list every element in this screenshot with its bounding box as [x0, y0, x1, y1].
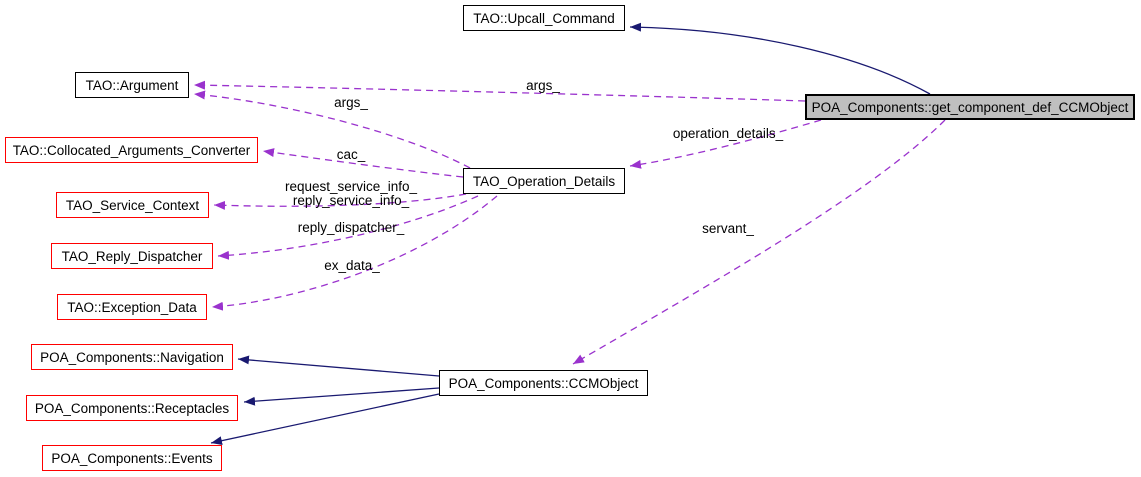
edge-get-component-def-to-operation-details	[629, 119, 822, 169]
node-poa-components-ccmobject[interactable]: POA_Components::CCMObject	[439, 370, 648, 396]
edge-ccmobject-to-events	[210, 393, 440, 446]
edge-label-request-service-info: request_service_info_	[284, 179, 418, 194]
edge-get-component-def-to-upcall-command	[629, 22, 931, 95]
node-tao-exception-data[interactable]: TAO::Exception_Data	[57, 294, 207, 320]
edge-label-operation-details: operation_details_	[672, 126, 784, 141]
edge-operation-details-to-exception-data	[211, 195, 498, 311]
edge-get-component-def-servant-to-ccmobject	[572, 119, 946, 365]
node-tao-operation-details[interactable]: TAO_Operation_Details	[463, 168, 625, 194]
edge-ccmobject-to-receptacles	[243, 387, 440, 406]
node-tao-upcall-command[interactable]: TAO::Upcall_Command	[463, 5, 625, 31]
edge-label-cac: cac_	[336, 147, 366, 162]
node-poa-components-events[interactable]: POA_Components::Events	[42, 445, 222, 471]
edge-label-servant: servant_	[702, 221, 754, 236]
edge-operation-details-to-service-context	[213, 193, 467, 210]
edge-label-args-lower: args_	[334, 95, 368, 110]
node-tao-reply-dispatcher[interactable]: TAO_Reply_Dispatcher	[51, 243, 213, 269]
edge-ccmobject-to-navigation	[237, 355, 440, 377]
edge-label-ex-data: ex_data_	[324, 258, 380, 273]
edge-label-reply-dispatcher: reply_dispatcher_	[297, 220, 405, 235]
edge-label-reply-service-info: reply_service_info_	[292, 193, 410, 209]
node-poa-components-navigation[interactable]: POA_Components::Navigation	[31, 344, 233, 370]
node-poa-components-get-component-def-ccmobject: POA_Components::get_component_def_CCMObj…	[805, 94, 1135, 120]
node-tao-collocated-arguments-converter[interactable]: TAO::Collocated_Arguments_Converter	[5, 137, 258, 163]
node-tao-argument[interactable]: TAO::Argument	[75, 72, 189, 98]
edge-operation-details-to-reply-dispatcher	[217, 195, 479, 260]
node-poa-components-receptacles[interactable]: POA_Components::Receptacles	[26, 395, 238, 421]
node-tao-service-context[interactable]: TAO_Service_Context	[56, 192, 209, 218]
edge-label-service-info: request_service_info_ reply_service_info…	[284, 179, 418, 209]
edge-label-args-upper: args_	[526, 78, 560, 93]
edge-get-component-def-args-to-argument	[193, 80, 806, 102]
